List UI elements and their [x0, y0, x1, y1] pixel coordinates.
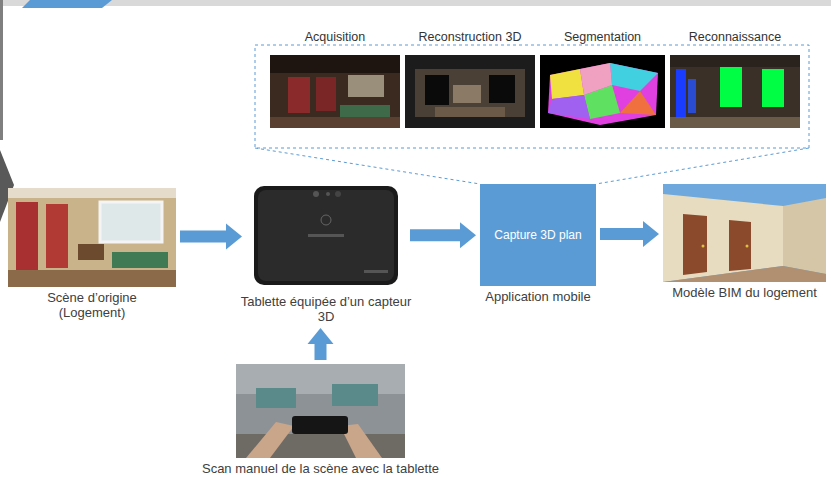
box-label: Capture 3D plan: [492, 228, 584, 243]
node-caption: Scan manuel de la scène avec la tablette: [161, 461, 481, 476]
scene-photo-picture: [8, 188, 176, 287]
tablet-image-picture: [246, 180, 406, 291]
illustration: [670, 55, 800, 128]
illustration: [270, 55, 400, 128]
block-arrow: [410, 222, 476, 248]
bim-model-image: Modèle BIM du logement: [663, 184, 826, 300]
reconstruction-image-picture: [405, 55, 535, 128]
illustration: [663, 184, 826, 282]
side-bar: [0, 0, 3, 140]
step-label: Acquisition: [250, 30, 420, 45]
node-caption: Modèle BIM du logement: [670, 285, 820, 300]
tablet-image: Tablette équipée d’un capteur 3D: [246, 180, 406, 324]
node-caption: Tablette équipée d’un capteur 3D: [236, 294, 416, 324]
illustration: [540, 55, 665, 128]
acquisition-image: Acquisition: [270, 55, 400, 128]
node-caption: Scène d’origine (Logement): [17, 290, 167, 320]
recognition-image: Reconnaissance: [670, 55, 800, 128]
block-arrow: [600, 221, 659, 247]
process-box: Capture 3D planApplication mobile: [480, 184, 596, 304]
scan-photo: Scan manuel de la scène avec la tablette: [236, 364, 405, 476]
illustration: [405, 55, 535, 128]
segmentation-image-picture: [540, 55, 665, 128]
scan-photo-picture: [236, 364, 405, 458]
illustration: [236, 364, 405, 458]
segmentation-image: Segmentation: [540, 55, 665, 128]
scene-photo: Scène d’origine (Logement): [8, 188, 176, 320]
process-box-picture: Capture 3D plan: [480, 184, 596, 286]
dotted-leader: [596, 148, 809, 184]
dotted-leader: [255, 148, 480, 184]
acquisition-image-picture: [270, 55, 400, 128]
top-accent: [22, 0, 112, 8]
step-label: Segmentation: [520, 30, 685, 45]
illustration: [246, 180, 406, 291]
step-label: Reconstruction 3D: [385, 30, 555, 45]
reconstruction-image: Reconstruction 3D: [405, 55, 535, 128]
dashed-group-box: [255, 45, 809, 148]
block-arrow: [180, 224, 242, 250]
block-arrow: [308, 328, 334, 360]
top-band: [0, 0, 831, 6]
recognition-image-picture: [670, 55, 800, 128]
illustration: [8, 188, 176, 287]
step-label: Reconnaissance: [650, 30, 820, 45]
node-caption: Application mobile: [468, 289, 608, 304]
bim-model-image-picture: [663, 184, 826, 282]
